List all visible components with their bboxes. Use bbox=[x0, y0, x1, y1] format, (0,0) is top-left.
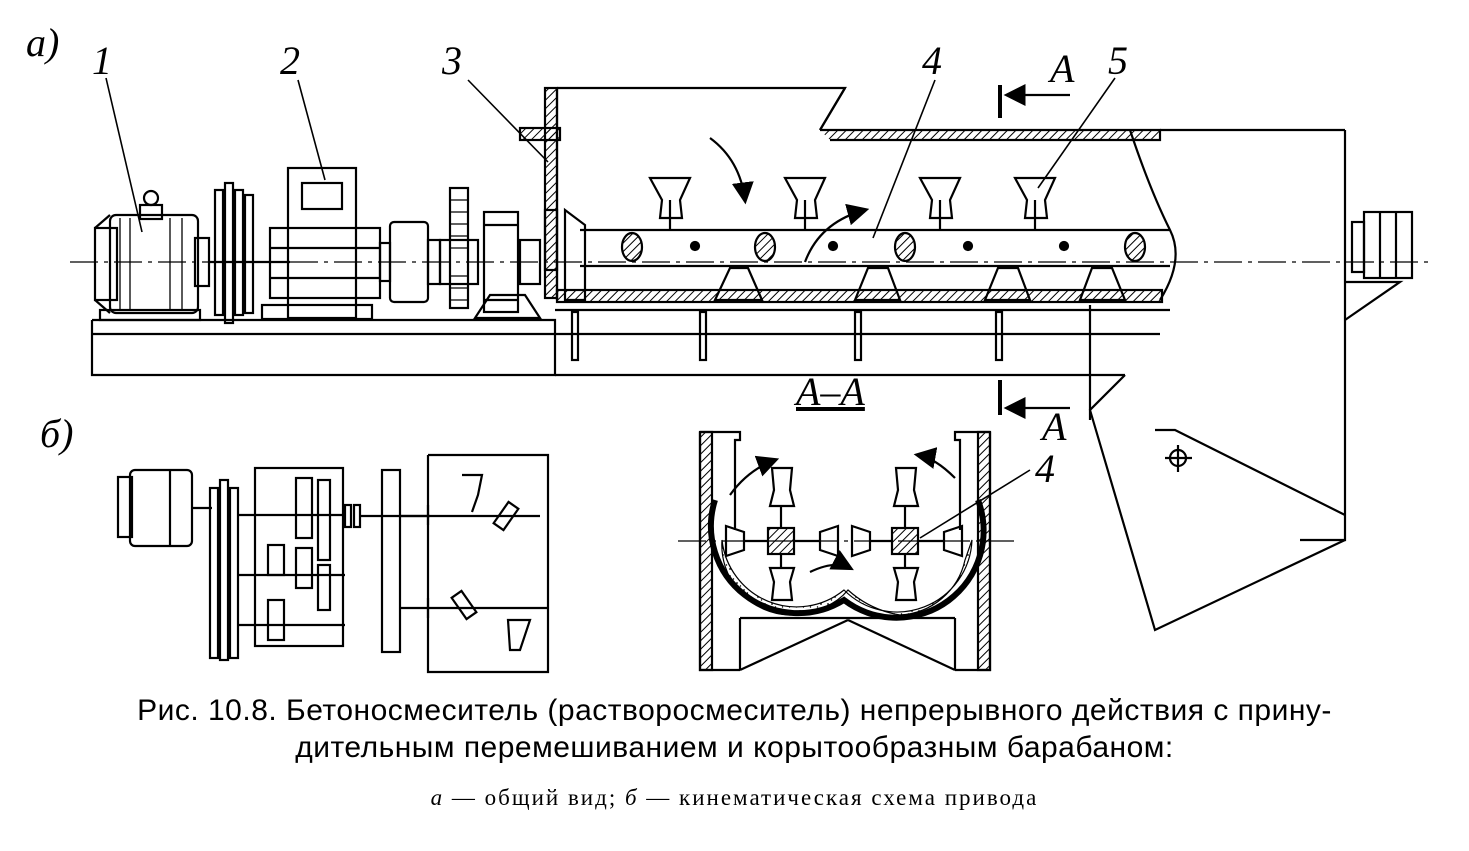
flow-arrow-up bbox=[803, 203, 870, 263]
callout-3: 3 bbox=[441, 38, 462, 83]
callout-5: 5 bbox=[1108, 38, 1128, 83]
caption-legend: а — общий вид; б — кинематическая схема … bbox=[0, 785, 1469, 811]
kinematic-scheme bbox=[116, 453, 550, 674]
shaft-joints bbox=[620, 231, 1147, 263]
view-label-b: б) bbox=[40, 411, 73, 456]
outlet-bearing bbox=[1344, 210, 1414, 321]
section-line bbox=[998, 84, 1070, 419]
legend-a-text: — общий вид; bbox=[444, 785, 625, 810]
section-mark-bottom: А bbox=[1039, 404, 1067, 449]
gear-wheel bbox=[438, 186, 480, 310]
end-wall bbox=[518, 86, 587, 302]
flow-arrow-in bbox=[709, 137, 754, 205]
bearing-housing bbox=[472, 210, 543, 320]
base-frame bbox=[90, 305, 1170, 420]
section-mark-top: А bbox=[1047, 46, 1075, 91]
callout-2: 2 bbox=[280, 38, 300, 83]
legend-b-letter: б bbox=[624, 785, 639, 810]
paddles-bottom bbox=[713, 266, 1127, 302]
belt-pulleys bbox=[209, 181, 290, 325]
leader-lines bbox=[105, 77, 1116, 239]
reducer bbox=[260, 166, 382, 321]
section-callout-4: 4 bbox=[1035, 446, 1055, 491]
paddles-top bbox=[648, 176, 1057, 230]
general-view bbox=[70, 77, 1430, 632]
legend-a-letter: а bbox=[430, 785, 445, 810]
outlet-chute bbox=[1088, 305, 1347, 632]
view-label-a: а) bbox=[26, 20, 59, 65]
electric-motor bbox=[93, 189, 211, 322]
callout-1: 1 bbox=[92, 38, 112, 83]
callout-4: 4 bbox=[922, 38, 942, 83]
section-title: А–А bbox=[793, 369, 865, 414]
section-view bbox=[678, 430, 1031, 672]
caption-line-1: Рис. 10.8. Бетоносмеситель (растворосмес… bbox=[137, 694, 1332, 727]
caption-line-2: дительным перемешиванием и корытообразны… bbox=[295, 731, 1174, 764]
legend-b-text: — кинематическая схема привода bbox=[638, 785, 1039, 810]
